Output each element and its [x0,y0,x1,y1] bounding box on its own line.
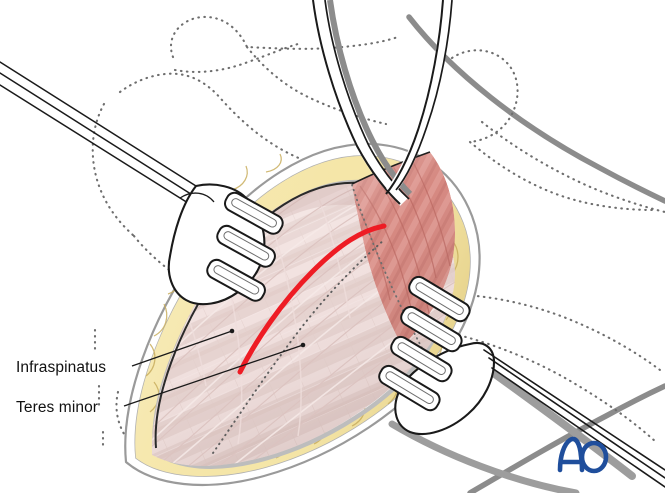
ao-logo-letter-a [557,436,585,473]
retractor-lower-right[interactable] [376,274,665,493]
retractor-blade-superior[interactable] [312,0,453,206]
leader-dot-infraspinatus [229,328,235,334]
retractor-lower-right-prongs [378,275,471,412]
leader-line-teres-minor [123,344,304,407]
deltoid-interval-dotted [351,184,425,353]
leader-dot-teres-minor [300,342,306,348]
incision-line [237,223,387,375]
ao-logo [557,436,609,474]
deltoid-border [351,151,431,185]
internervous-interval-dotted-line [212,239,385,454]
ao-logo-letter-o [579,440,609,474]
label-teres-minor: Teres minor [16,399,98,416]
retractor-upper-left-prongs [206,191,284,302]
retractor-upper-left[interactable] [0,61,286,306]
leader-line-infraspinatus [131,330,233,367]
leader-lines [123,328,306,407]
label-infraspinatus: Infraspinatus [16,359,106,376]
